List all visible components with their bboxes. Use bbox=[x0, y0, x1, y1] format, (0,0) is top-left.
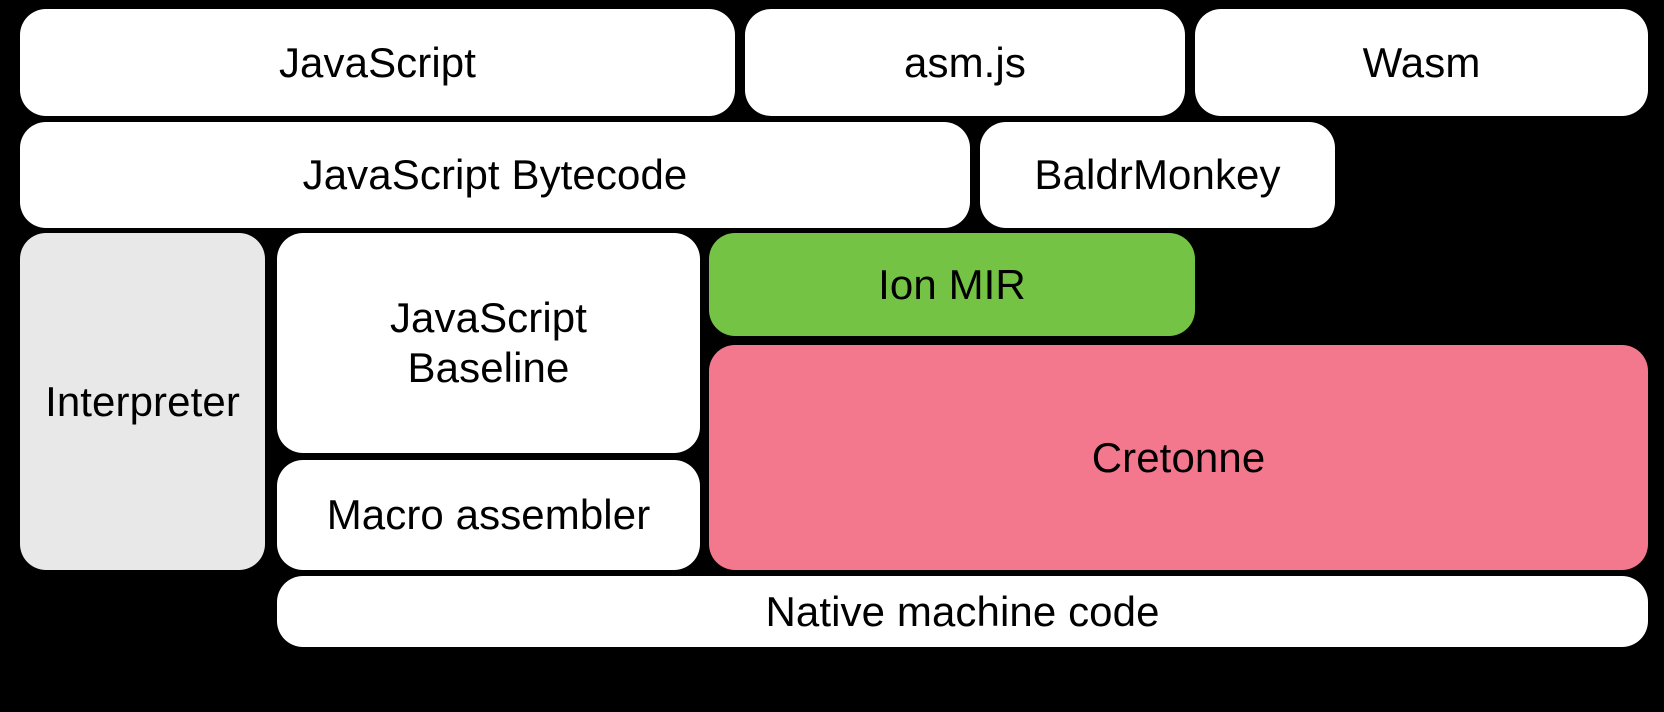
node-macro-assembler[interactable]: Macro assembler bbox=[277, 460, 700, 570]
node-interpreter[interactable]: Interpreter bbox=[20, 233, 265, 570]
node-javascript[interactable]: JavaScript bbox=[20, 9, 735, 116]
node-wasm[interactable]: Wasm bbox=[1195, 9, 1648, 116]
node-ion-mir[interactable]: Ion MIR bbox=[709, 233, 1195, 336]
node-native-machine-code[interactable]: Native machine code bbox=[277, 576, 1648, 647]
node-asmjs[interactable]: asm.js bbox=[745, 9, 1185, 116]
node-cretonne[interactable]: Cretonne bbox=[709, 345, 1648, 570]
node-javascript-bytecode[interactable]: JavaScript Bytecode bbox=[20, 122, 970, 228]
node-baldrmonkey[interactable]: BaldrMonkey bbox=[980, 122, 1335, 228]
node-javascript-baseline[interactable]: JavaScript Baseline bbox=[277, 233, 700, 453]
